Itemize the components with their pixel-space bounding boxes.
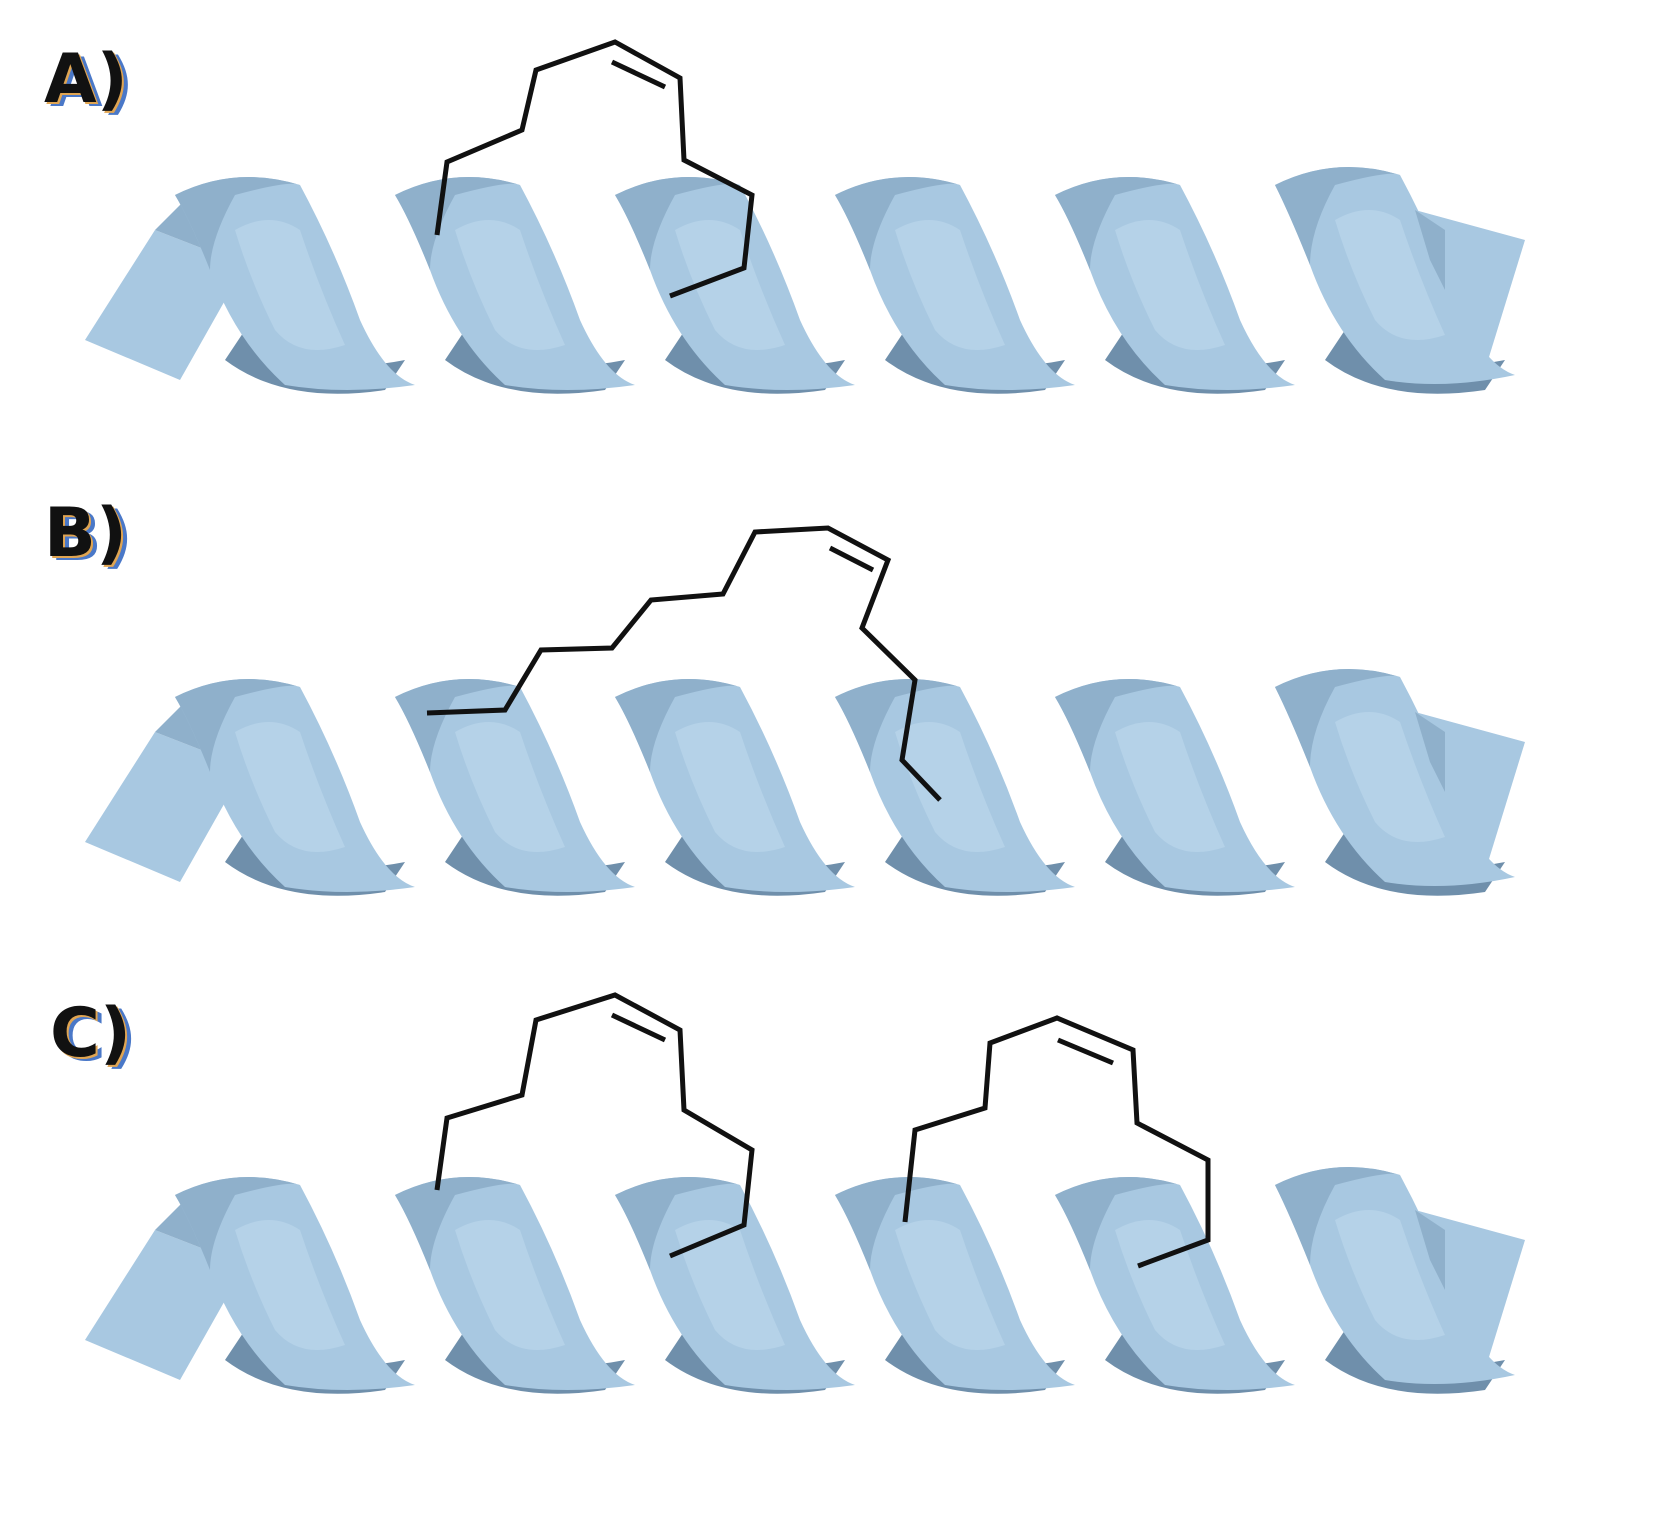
svg-text:B): B) bbox=[46, 496, 129, 575]
panel-c-label: C) bbox=[50, 994, 131, 1073]
panel-a-label: A) bbox=[44, 40, 128, 119]
svg-text:C): C) bbox=[56, 998, 137, 1077]
panel-b: B) B) B) bbox=[44, 494, 1525, 896]
alpha-helix-b bbox=[85, 669, 1525, 896]
svg-text:C): C) bbox=[52, 996, 133, 1075]
hydrocarbon-staple-c-1 bbox=[434, 992, 755, 1259]
hydrocarbon-staple-a bbox=[434, 39, 755, 299]
panel-a: A) A) A) bbox=[44, 39, 1525, 394]
hydrocarbon-staple-c-2 bbox=[902, 1015, 1211, 1269]
svg-text:B): B) bbox=[50, 498, 133, 577]
svg-text:A): A) bbox=[50, 44, 134, 123]
alpha-helix-a bbox=[85, 167, 1525, 394]
panel-b-label: B) bbox=[44, 494, 127, 573]
hydrocarbon-staple-b bbox=[426, 525, 942, 802]
svg-text:A): A) bbox=[46, 42, 130, 121]
alpha-helix-c bbox=[85, 1167, 1525, 1394]
panel-c: C) C) C) bbox=[50, 992, 1525, 1394]
